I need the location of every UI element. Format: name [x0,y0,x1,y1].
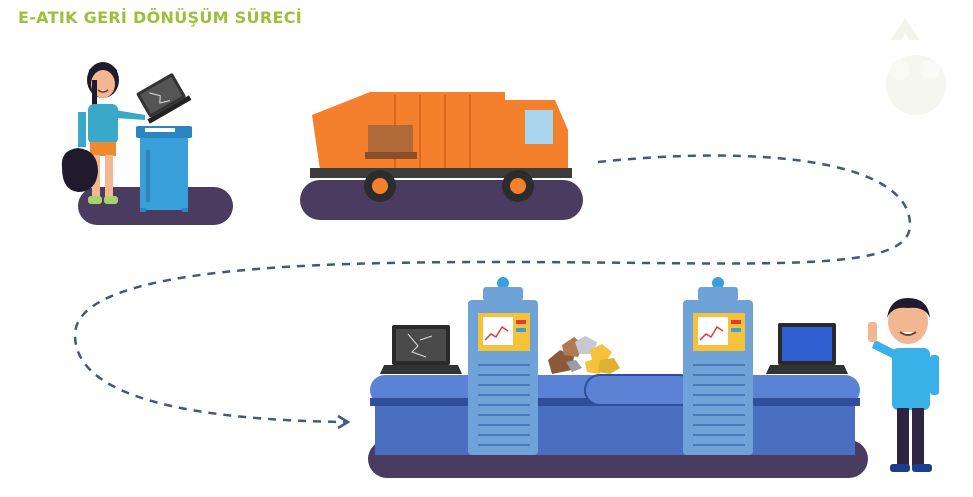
conveyor-belt-icon [370,374,860,455]
stage-recycling [368,277,939,478]
new-laptop-icon [766,323,848,374]
process-flow-path [73,154,912,424]
scrap-materials-icon [548,336,620,374]
stage-collection [300,92,583,220]
stage-disposal [61,62,233,225]
garbage-truck-icon [310,92,572,202]
recycle-bin-icon [136,126,192,212]
scanner-machine-icon [683,277,753,455]
woman-with-trash-icon [61,62,145,204]
broken-laptop-icon [136,73,192,124]
man-thumbs-up-icon [868,298,939,472]
broken-laptop-icon [380,325,462,374]
recycle-logo-icon [886,18,946,115]
page-title: E-ATIK GERİ DÖNÜŞÜM SÜRECİ [18,8,302,27]
scanner-machine-icon [468,277,538,455]
arrow-head-icon [337,414,351,430]
platform [300,180,583,220]
